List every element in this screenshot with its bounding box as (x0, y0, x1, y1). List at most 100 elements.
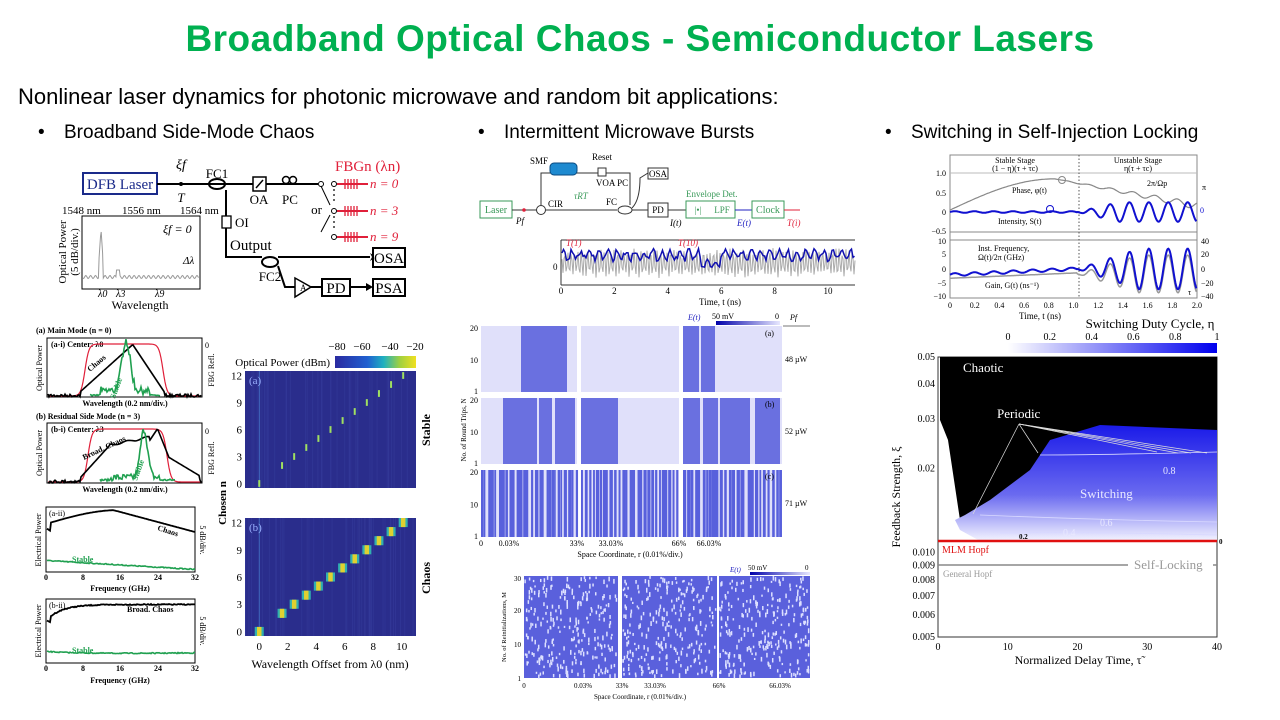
stable-spectrum-curve (99, 428, 176, 483)
time-ytick: 0 (942, 208, 946, 217)
random-cell (728, 652, 731, 656)
random-cell (789, 588, 792, 591)
map-noise-stripe (352, 518, 354, 636)
random-cell (539, 578, 542, 583)
random-cell (540, 621, 542, 627)
map-noise-stripe (308, 518, 310, 636)
fbg-gratings (331, 179, 368, 242)
random-cell (590, 607, 592, 610)
random-cell (685, 668, 687, 674)
random-cell (799, 646, 801, 650)
spectrum-b-title: (b) Residual Side Mode (n = 3) (36, 412, 140, 421)
random-cell (527, 600, 530, 604)
random-cell (661, 648, 664, 651)
map-xlabel: Normalized Delay Time, τ̃ (1015, 653, 1146, 667)
spectrum-a-title: (a) Main Mode (n = 0) (36, 326, 112, 335)
random-cell (614, 594, 617, 598)
freq-label-1: Inst. Frequency, (978, 244, 1029, 253)
random-cell (583, 633, 586, 638)
map-mode-cell (281, 462, 284, 469)
burst-ytick: 10 (470, 428, 478, 437)
random-cell (677, 596, 680, 601)
random-cell (793, 617, 795, 623)
bullet-microwave-bursts: •Intermittent Microwave Bursts (478, 122, 754, 144)
stable-duration: (1 − η)(τ + τc) (992, 164, 1038, 173)
random-cell (555, 609, 557, 613)
random-cell (719, 653, 721, 658)
map-mode-peak (400, 518, 406, 528)
random-cell (556, 616, 558, 621)
random-cell (767, 588, 770, 593)
pf-label: Pf (515, 216, 525, 226)
random-cell (524, 579, 526, 584)
random-cell (696, 594, 698, 599)
time-xtick: 1.2 (1093, 301, 1103, 310)
time-xlabel: Time, t (ns) (1019, 311, 1061, 321)
random-cell (710, 577, 713, 582)
burst-ytick: 1 (474, 459, 478, 468)
random-cell (666, 585, 669, 588)
map-mode-peak (257, 626, 262, 636)
random-cell (793, 672, 795, 676)
random-cell (563, 646, 565, 651)
lpf-label: LPF (714, 205, 730, 215)
burst-stripe (614, 470, 617, 537)
random-cell (643, 645, 645, 650)
random-cell (577, 619, 580, 625)
burst-stripe (708, 470, 712, 537)
burst-stripe (557, 470, 561, 537)
random-cell (782, 577, 784, 581)
random-cell (566, 576, 569, 582)
random-cell (679, 609, 681, 612)
random-cell (607, 644, 610, 648)
random-cell (730, 604, 733, 609)
burst-stripe (643, 470, 647, 537)
random-cell (574, 625, 576, 628)
random-cell (530, 606, 533, 611)
map-noise-stripe (391, 371, 393, 488)
map-noise-stripe (348, 371, 350, 488)
random-cell (704, 627, 707, 631)
map-noise-stripe (357, 371, 359, 488)
switching-region (955, 425, 1217, 541)
map-mode-cell (353, 408, 356, 415)
random-cell (697, 654, 700, 660)
inset-tick: 1556 nm (122, 205, 161, 217)
random-cell (553, 621, 555, 626)
time-right-ytick: −20 (1201, 279, 1214, 288)
random-cell (580, 577, 582, 582)
trace-ytick: 0 (553, 262, 558, 272)
random-cell (675, 628, 677, 634)
random-cell (720, 582, 722, 587)
random-cell (807, 653, 810, 657)
chaotic-label: Chaotic (963, 360, 1004, 375)
random-cell (774, 632, 776, 636)
random-cell (762, 645, 765, 649)
burst-stripe (640, 470, 643, 537)
random-cell (803, 592, 805, 596)
contour-label: 0.8 (1163, 466, 1176, 477)
random-cell (742, 588, 744, 593)
random-cell (769, 664, 772, 669)
map-mode-cell (317, 435, 320, 442)
random-cell (655, 620, 658, 624)
rf-xtick: 32 (191, 573, 199, 582)
periodic-pointer-line (1018, 423, 1179, 454)
random-cell (721, 600, 723, 604)
burst-stripe (509, 470, 513, 537)
map-noise-stripe (248, 518, 250, 636)
random-cell (559, 630, 561, 633)
self-locking-label: Self-Locking (1134, 557, 1203, 572)
random-cell (637, 607, 640, 610)
random-cell (794, 634, 797, 638)
burst-stripe (714, 470, 717, 537)
trace-xtick: 8 (772, 286, 777, 296)
random-cell (609, 648, 611, 652)
inset-lam: λ0 (97, 289, 107, 300)
random-cell (639, 623, 641, 628)
random-cell (603, 608, 605, 612)
random-cell (600, 612, 603, 615)
random-cell (586, 652, 589, 655)
random-cell (537, 616, 539, 621)
